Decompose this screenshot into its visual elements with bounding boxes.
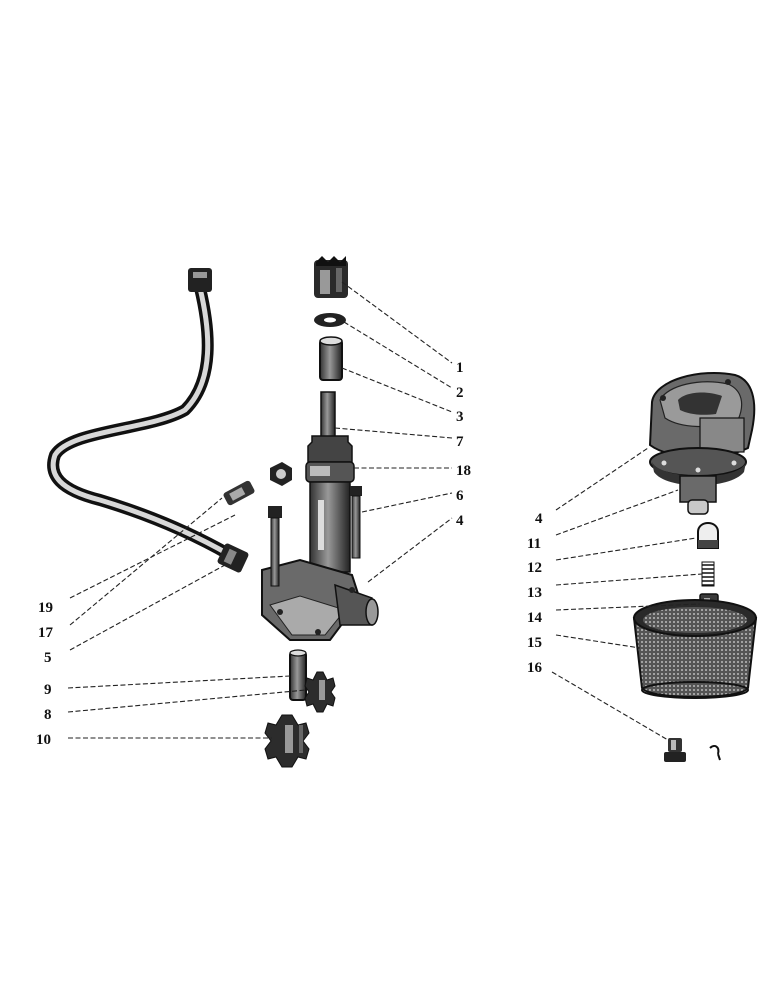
label-5: 5 — [44, 650, 52, 666]
locknut — [270, 462, 292, 486]
relief-valve-spring — [701, 561, 715, 587]
relief-valve-plunger — [697, 522, 719, 549]
label-11: 11 — [527, 536, 541, 552]
label-4-housing: 4 — [535, 511, 543, 527]
strainer-gauze — [632, 599, 758, 699]
rotor-spindle — [289, 649, 307, 701]
spring-washer — [709, 745, 721, 761]
label-1: 1 — [456, 360, 464, 376]
label-3: 3 — [456, 409, 464, 425]
label-14: 14 — [527, 610, 543, 626]
label-13: 13 — [527, 585, 542, 601]
oil-delivery-pipe — [47, 268, 236, 561]
thrust-washer — [314, 313, 346, 327]
label-12: 12 — [527, 560, 542, 576]
drive-gear — [314, 256, 348, 298]
label-4-pump-body: 4 — [456, 513, 464, 529]
outer-rotor — [264, 714, 310, 768]
label-19: 19 — [38, 600, 53, 616]
label-8: 8 — [44, 707, 52, 723]
label-2: 2 — [456, 385, 464, 401]
label-9: 9 — [44, 682, 52, 698]
strainer-cover — [649, 447, 747, 515]
label-15: 15 — [527, 635, 542, 651]
label-6: 6 — [456, 488, 464, 504]
pump-body — [261, 435, 379, 641]
label-10: 10 — [36, 732, 51, 748]
leader-lines — [67, 281, 703, 741]
relief-valve-plug — [223, 480, 255, 506]
label-18: 18 — [456, 463, 471, 479]
set-screw — [664, 738, 686, 762]
pipe-union — [217, 543, 249, 573]
inner-rotor — [304, 671, 336, 713]
label-7: 7 — [456, 434, 464, 450]
pump-body-housing — [648, 372, 756, 459]
long-bolt-left — [268, 506, 282, 587]
label-16: 16 — [527, 660, 543, 676]
label-17: 17 — [38, 625, 54, 641]
long-bolt-right — [350, 486, 362, 559]
drive-shaft-bush — [319, 336, 343, 381]
